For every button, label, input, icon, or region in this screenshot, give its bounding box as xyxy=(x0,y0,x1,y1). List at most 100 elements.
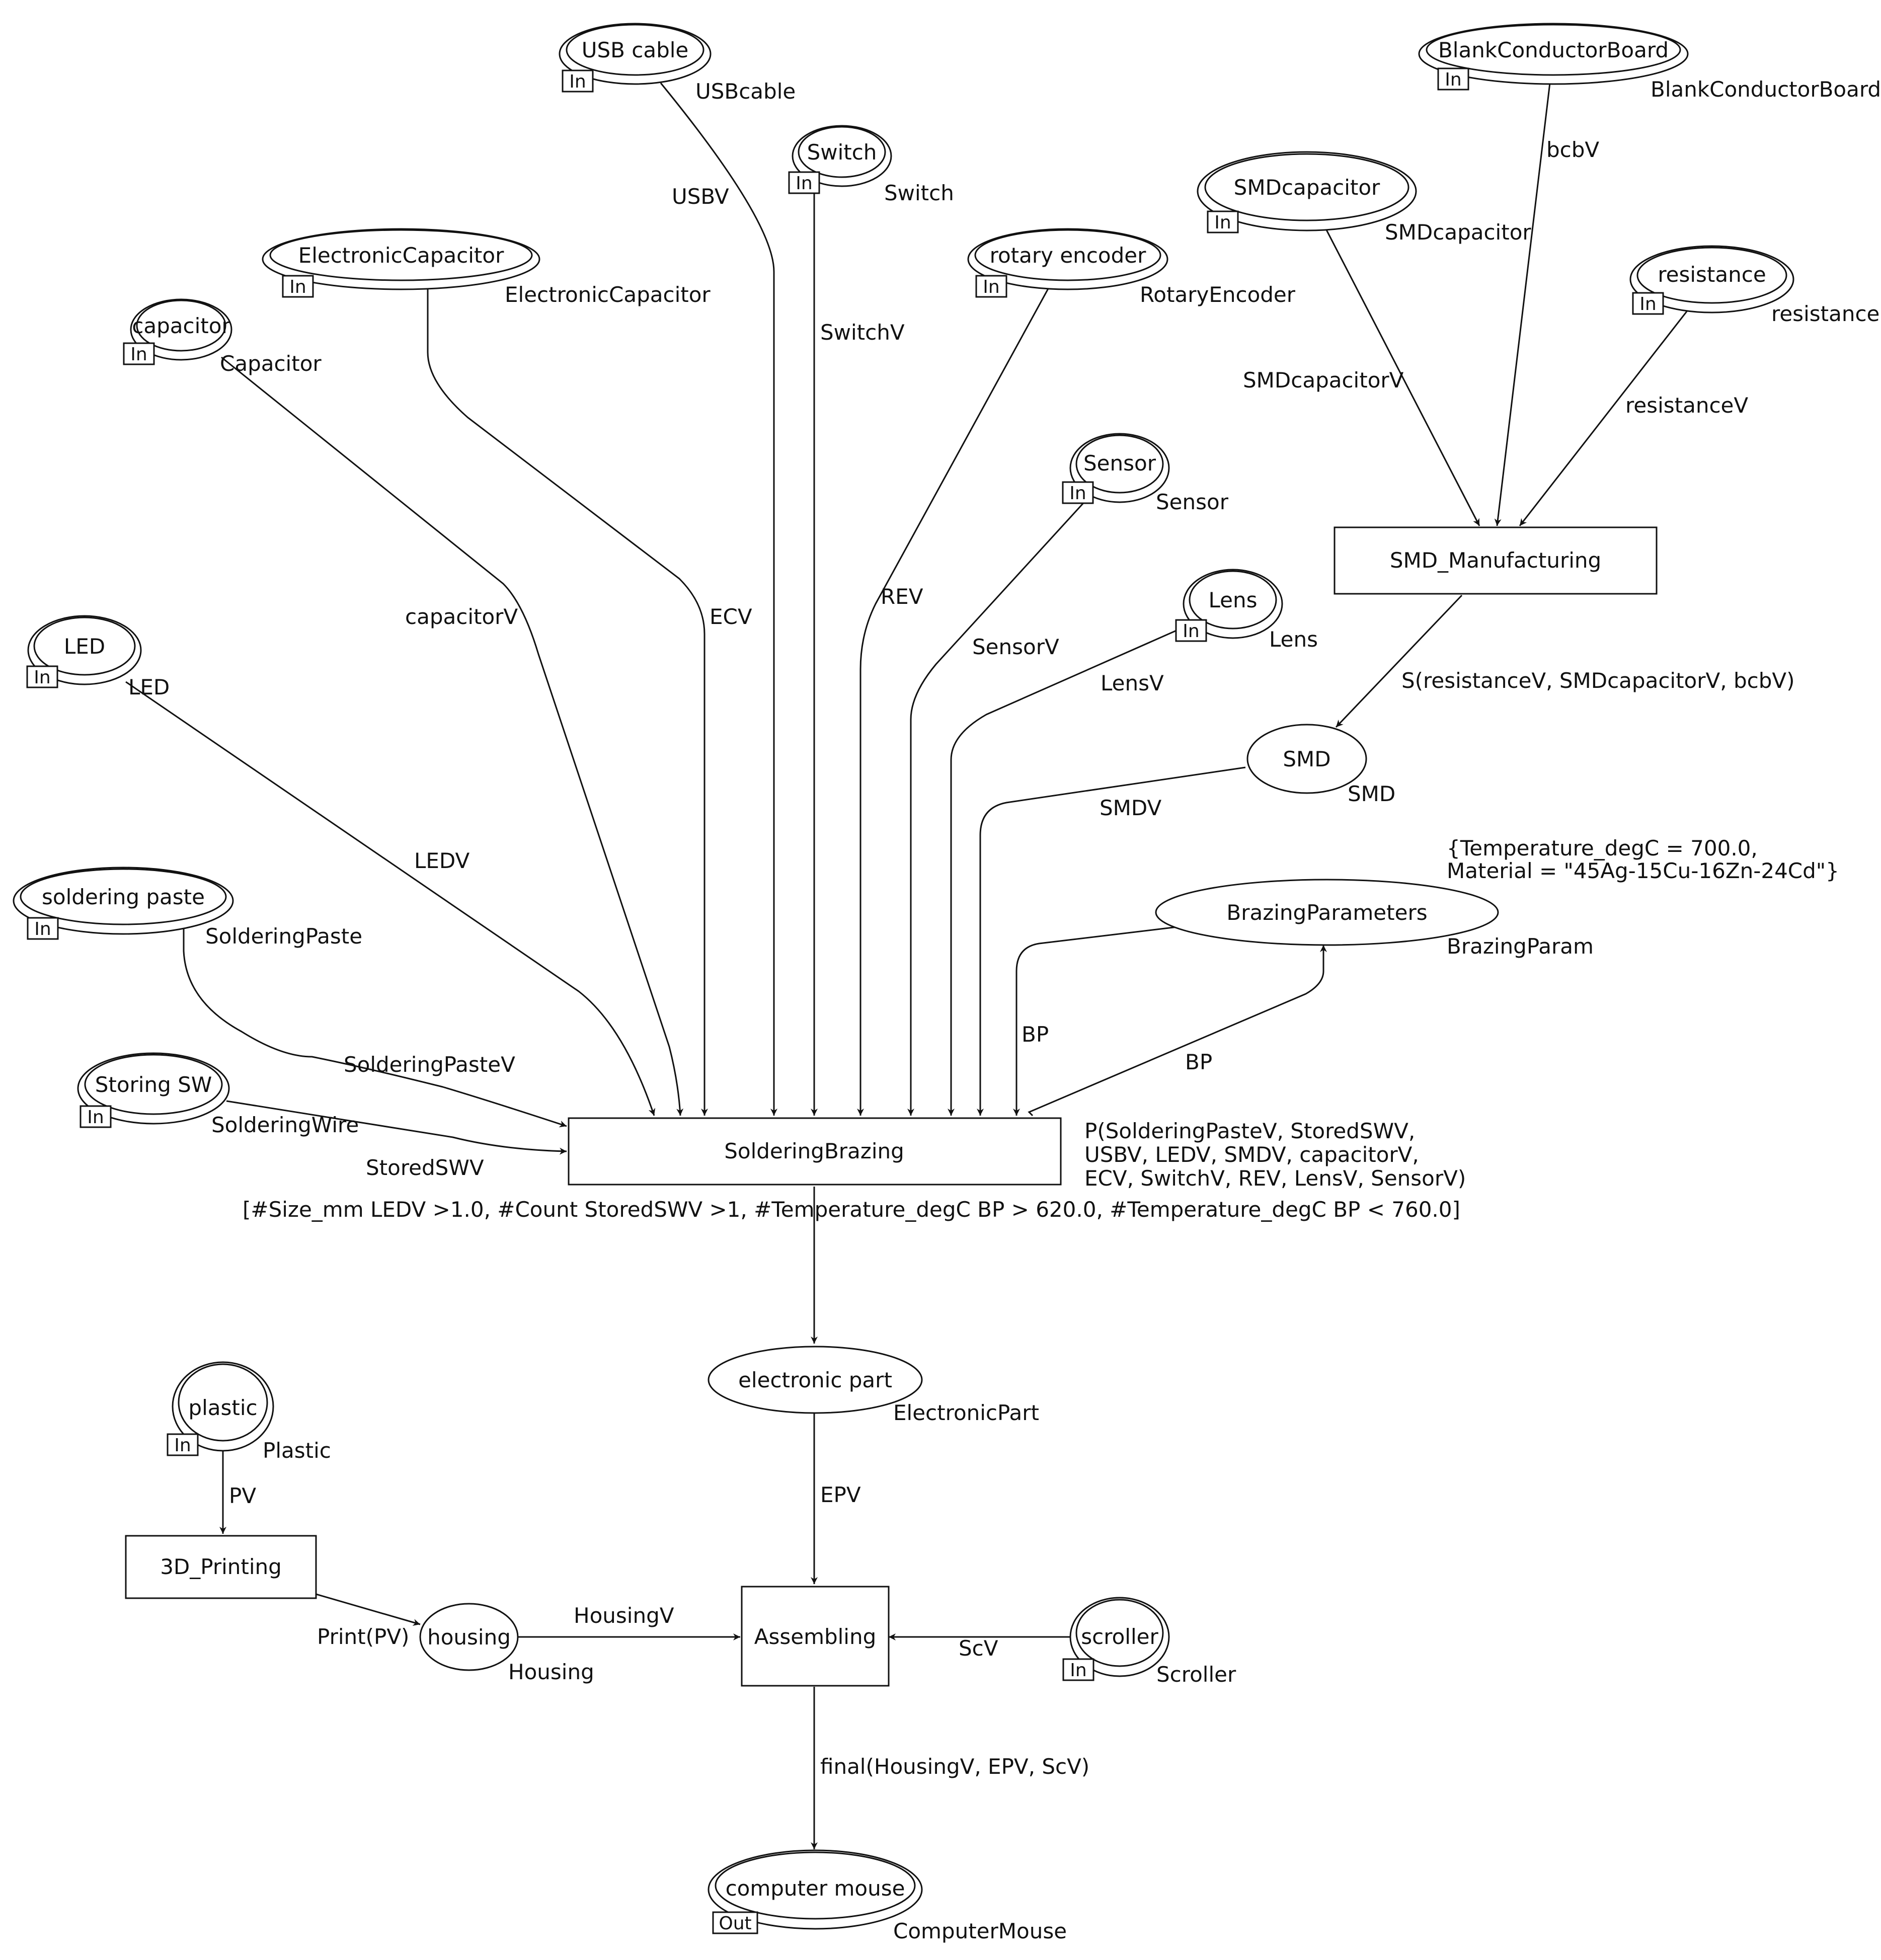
arc-label: ECV xyxy=(710,604,752,629)
port-tag-in: In xyxy=(1069,483,1086,504)
transition-label: SolderingBrazing xyxy=(724,1139,904,1163)
type-label: SolderingPaste xyxy=(205,924,362,949)
arc-label: resistanceV xyxy=(1625,393,1748,418)
type-label: Sensor xyxy=(1156,490,1229,514)
place-storing-sw: Storing SW In xyxy=(77,1052,230,1128)
port-tag-in: In xyxy=(983,277,999,297)
places: USB cable In Switch In ElectronicCapacit… xyxy=(13,23,1794,1934)
place-label: housing xyxy=(427,1625,511,1650)
place-electronic-part: electronic part xyxy=(708,1346,923,1414)
arc-label: BP xyxy=(1022,1022,1049,1047)
place-blank-conductor-board: BlankConductorBoard In xyxy=(1418,23,1689,91)
place-sensor: Sensor In xyxy=(1062,433,1170,504)
arc-rotary-to-soldering xyxy=(857,286,1050,1116)
place-label: electronic part xyxy=(738,1368,892,1392)
place-label: LED xyxy=(64,634,105,659)
type-label: Switch xyxy=(884,181,954,205)
arc-storing-to-soldering xyxy=(226,1100,567,1155)
arc-print-to-housing xyxy=(316,1593,421,1626)
transitions: SMD_Manufacturing SolderingBrazing 3D_Pr… xyxy=(125,526,1658,1687)
type-label: resistance xyxy=(1771,301,1879,326)
arc-label-line-3: ECV, SwitchV, REV, LensV, SensorV) xyxy=(1084,1166,1466,1191)
place-label: BrazingParameters xyxy=(1226,900,1427,925)
place-capacitor: capacitor In xyxy=(123,298,232,365)
port-tag-in: In xyxy=(1183,621,1199,642)
place-label: plastic xyxy=(188,1395,257,1420)
arc-label-line-2: USBV, LEDV, SMDV, capacitorV, xyxy=(1084,1142,1419,1167)
transition-soldering-brazing: SolderingBrazing xyxy=(568,1117,1062,1186)
arc-label: BP xyxy=(1185,1050,1212,1074)
place-soldering-paste: soldering paste In xyxy=(13,867,234,940)
type-label: ElectronicPart xyxy=(893,1400,1039,1425)
port-tag-in: In xyxy=(1445,69,1461,90)
arc-label: REV xyxy=(881,584,923,609)
place-plastic: plastic In xyxy=(167,1361,274,1456)
type-label: Plastic xyxy=(263,1438,331,1463)
place-computer-mouse: computer mouse Out xyxy=(708,1849,923,1934)
arc-label: SensorV xyxy=(972,635,1059,659)
place-label: Switch xyxy=(807,140,877,165)
place-label: computer mouse xyxy=(726,1876,905,1901)
arc-smd-to-soldering xyxy=(977,766,1246,1116)
port-tag-in: In xyxy=(569,71,586,92)
port-tag-in: In xyxy=(34,667,50,688)
arc-label: SwitchV xyxy=(820,320,905,345)
type-label: SMD xyxy=(1348,781,1395,806)
place-switch: Switch In xyxy=(788,125,892,194)
place-label: BlankConductorBoard xyxy=(1438,38,1669,62)
arc-label: capacitorV xyxy=(405,604,518,629)
type-label: Lens xyxy=(1269,627,1318,652)
arc-ecap-to-soldering xyxy=(427,287,708,1116)
place-scroller: scroller In xyxy=(1062,1597,1170,1681)
place-label: capacitor xyxy=(132,313,230,338)
soldering-guard: [#Size_mm LEDV >1.0, #Count StoredSWV >1… xyxy=(243,1197,1460,1222)
type-label: Capacitor xyxy=(220,351,322,376)
arc-smdcap-to-smd xyxy=(1325,228,1480,526)
arc-label: bcbV xyxy=(1546,137,1599,162)
port-tag-in: In xyxy=(1639,294,1656,315)
arc-smdman-to-smd xyxy=(1335,594,1463,728)
arcs xyxy=(125,83,1689,1849)
arc-label: SMDcapacitorV xyxy=(1243,368,1404,393)
arc-label: final(HousingV, EPV, ScV) xyxy=(820,1754,1089,1779)
marking-line-1: {Temperature_degC = 700.0, xyxy=(1447,836,1758,860)
place-label: Sensor xyxy=(1083,451,1156,476)
arc-sensor-to-soldering xyxy=(907,498,1088,1116)
port-tag-in: In xyxy=(1214,212,1231,233)
marking-line-2: Material = "45Ag-15Cu-16Zn-24Cd"} xyxy=(1447,858,1839,883)
place-label: rotary encoder xyxy=(990,243,1146,268)
arc-label: HousingV xyxy=(574,1603,674,1628)
transition-label: Assembling xyxy=(754,1624,877,1649)
place-smd-capacitor: SMDcapacitor In xyxy=(1197,151,1417,233)
arc-paste-to-soldering xyxy=(183,928,567,1128)
place-smd: SMD xyxy=(1246,724,1367,794)
transition-3d-printing: 3D_Printing xyxy=(125,1535,317,1599)
type-label: Scroller xyxy=(1156,1662,1236,1687)
place-brazing-parameters: BrazingParameters xyxy=(1155,879,1499,946)
arc-label: SMDV xyxy=(1100,796,1162,820)
arc-label: USBV xyxy=(672,184,729,209)
place-led: LED In xyxy=(26,615,142,688)
arc-soldering-to-brazing xyxy=(1028,945,1327,1117)
arc-label: Print(PV) xyxy=(317,1624,409,1649)
type-label: USBcable xyxy=(695,79,796,104)
arc-brazing-to-soldering xyxy=(1013,926,1178,1116)
type-label: Housing xyxy=(508,1660,594,1684)
place-usb-cable: USB cable In xyxy=(559,23,712,93)
arc-label: LensV xyxy=(1101,671,1164,695)
transition-assembling: Assembling xyxy=(741,1586,890,1687)
type-label: ElectronicCapacitor xyxy=(505,282,711,307)
port-tag-in: In xyxy=(796,173,812,194)
place-label: scroller xyxy=(1081,1624,1158,1649)
place-lens: Lens In xyxy=(1175,569,1283,642)
type-label: BrazingParam xyxy=(1447,934,1594,959)
place-type-labels: USBcable Switch ElectronicCapacitor Capa… xyxy=(128,77,1881,1943)
arc-cap-to-soldering xyxy=(221,356,684,1116)
arc-label: ScV xyxy=(959,1636,998,1661)
port-tag-in: In xyxy=(34,919,51,939)
transition-smd-manufacturing: SMD_Manufacturing xyxy=(1334,526,1658,595)
arc-lens-to-soldering xyxy=(948,629,1178,1116)
port-tag-in: In xyxy=(174,1435,191,1456)
place-label: SMDcapacitor xyxy=(1234,175,1380,200)
